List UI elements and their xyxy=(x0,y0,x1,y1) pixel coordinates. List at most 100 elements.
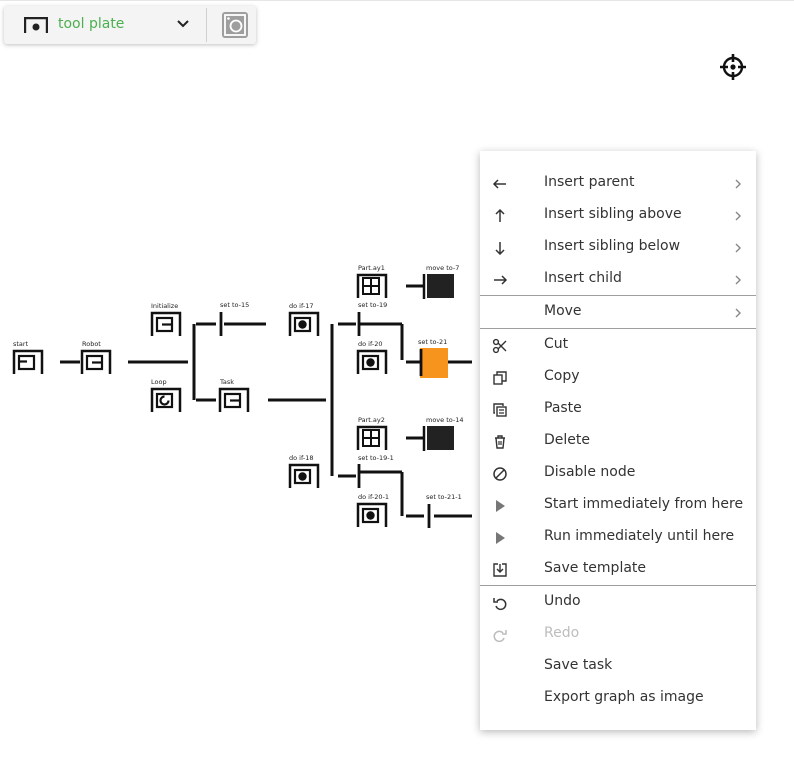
node-move-to-7[interactable]: move to-7 xyxy=(422,264,459,299)
menu-insert-parent[interactable]: Insert parent xyxy=(480,168,756,200)
arrow-right-icon xyxy=(494,275,508,285)
chevron-right-icon xyxy=(735,308,741,318)
save-template-icon xyxy=(493,563,507,577)
toolbar-divider xyxy=(206,8,207,42)
node-initialize[interactable]: Initialize xyxy=(150,302,182,338)
node-set-to-21[interactable]: set to-21 xyxy=(418,338,448,378)
menu-separator xyxy=(480,295,756,296)
menu-save-template[interactable]: Save template xyxy=(480,554,756,586)
top-border xyxy=(0,0,794,1)
node-set-to-21-1[interactable]: set to-21-1 xyxy=(426,493,462,530)
node-set-to-19[interactable]: set to-19 xyxy=(357,301,402,338)
menu-separator xyxy=(480,585,756,586)
menu-save-task[interactable]: Save task xyxy=(480,651,756,683)
node-label-task: Task xyxy=(219,378,234,386)
menu-label: Run immediately until here xyxy=(544,528,735,544)
arrow-down-icon xyxy=(495,242,505,256)
node-do-if-18[interactable]: do if-18 xyxy=(288,454,320,490)
tree-edges xyxy=(60,284,472,518)
menu-move[interactable]: Move xyxy=(480,297,756,329)
node-robot[interactable]: Robot xyxy=(80,340,112,376)
node-do-if-20[interactable]: do if-20 xyxy=(356,340,388,376)
menu-separator xyxy=(480,328,756,329)
menu-insert-sibling-above[interactable]: Insert sibling above xyxy=(480,200,756,232)
node-part-ay2[interactable]: Part.ay2 xyxy=(356,416,388,452)
node-loop[interactable]: Loop xyxy=(150,378,182,414)
menu-label: Copy xyxy=(544,368,580,384)
menu-label: Insert sibling above xyxy=(544,206,682,222)
menu-copy[interactable]: Copy xyxy=(480,362,756,394)
chevron-right-icon xyxy=(735,211,741,221)
menu-start-from-here[interactable]: Start immediately from here xyxy=(480,490,756,522)
play-icon xyxy=(496,500,505,512)
trash-icon xyxy=(495,435,505,449)
menu-label: Undo xyxy=(544,593,581,609)
menu-label: Save template xyxy=(544,560,647,576)
menu-label: Start immediately from here xyxy=(544,496,744,512)
node-label-do-if-20: do if-20 xyxy=(358,340,383,348)
redo-icon xyxy=(493,630,507,643)
menu-label: Redo xyxy=(544,625,580,641)
node-label-start: start xyxy=(13,340,29,348)
node-do-if-20-1[interactable]: do if-20-1 xyxy=(356,493,389,529)
node-set-to-15[interactable]: set to-15 xyxy=(219,301,249,338)
node-start[interactable]: start xyxy=(12,340,44,376)
menu-insert-child[interactable]: Insert child xyxy=(480,264,756,296)
node-label-do-if-20-1: do if-20-1 xyxy=(358,493,389,501)
node-move-to-14[interactable]: move to-14 xyxy=(422,416,463,451)
menu-label: Save task xyxy=(544,657,613,673)
menu-delete[interactable]: Delete xyxy=(480,426,756,458)
arrow-up-icon xyxy=(495,208,505,222)
node-label-set-to-21-1: set to-21-1 xyxy=(426,493,462,501)
node-label-initialize: Initialize xyxy=(151,302,178,310)
node-label-do-if-17: do if-17 xyxy=(289,302,314,310)
menu-label: Move xyxy=(544,303,582,319)
menu-run-until-here[interactable]: Run immediately until here xyxy=(480,522,756,554)
node-label-part-ay1: Part.ay1 xyxy=(358,264,385,272)
chevron-down-icon xyxy=(177,20,189,28)
menu-label: Disable node xyxy=(544,464,636,480)
node-label-loop: Loop xyxy=(151,378,167,386)
menu-redo[interactable]: Redo xyxy=(480,619,756,651)
chevron-right-icon xyxy=(735,275,741,285)
node-do-if-17[interactable]: do if-17 xyxy=(288,302,320,338)
menu-label: Insert parent xyxy=(544,174,635,190)
copy-icon xyxy=(493,371,507,385)
node-set-to-19-1[interactable]: set to-19-1 xyxy=(357,454,402,490)
node-label-set-to-19: set to-19 xyxy=(358,301,387,309)
menu-disable-node[interactable]: Disable node xyxy=(480,458,756,490)
menu-insert-sibling-below[interactable]: Insert sibling below xyxy=(480,232,756,264)
menu-label: Insert sibling below xyxy=(544,238,681,254)
tool-dropdown[interactable]: tool plate xyxy=(4,6,206,44)
menu-export-graph[interactable]: Export graph as image xyxy=(480,683,756,715)
tool-plate-icon xyxy=(24,17,48,33)
node-label-robot: Robot xyxy=(82,340,101,348)
node-label-move-to-14: move to-14 xyxy=(426,416,463,424)
arrow-left-icon xyxy=(492,179,506,189)
node-label-do-if-18: do if-18 xyxy=(289,454,314,462)
menu-undo[interactable]: Undo xyxy=(480,587,756,619)
menu-label: Export graph as image xyxy=(544,689,704,705)
node-label-set-to-19-1: set to-19-1 xyxy=(358,454,394,462)
node-label-set-to-15: set to-15 xyxy=(220,301,249,309)
node-task[interactable]: Task xyxy=(218,378,250,414)
node-label-move-to-7: move to-7 xyxy=(426,264,459,272)
crosshair-icon[interactable] xyxy=(718,52,748,82)
node-label-set-to-21: set to-21 xyxy=(418,338,447,346)
menu-label: Cut xyxy=(544,336,569,352)
context-menu: Insert parent Insert sibling above Inser… xyxy=(480,151,756,730)
paste-icon xyxy=(493,403,507,417)
menu-paste[interactable]: Paste xyxy=(480,394,756,426)
behavior-tree-graph: start Robot Initialize Loop set to-15 Ta… xyxy=(12,264,472,530)
tool-label: tool plate xyxy=(58,16,125,32)
camera-icon[interactable] xyxy=(222,12,248,38)
play-icon xyxy=(496,532,505,544)
scissors-icon xyxy=(492,338,507,354)
node-label-part-ay2: Part.ay2 xyxy=(358,416,385,424)
menu-cut[interactable]: Cut xyxy=(480,330,756,362)
menu-label: Insert child xyxy=(544,270,622,286)
node-part-ay1[interactable]: Part.ay1 xyxy=(356,264,388,300)
menu-label: Paste xyxy=(544,400,582,416)
undo-icon xyxy=(493,598,507,611)
chevron-right-icon xyxy=(735,243,741,253)
